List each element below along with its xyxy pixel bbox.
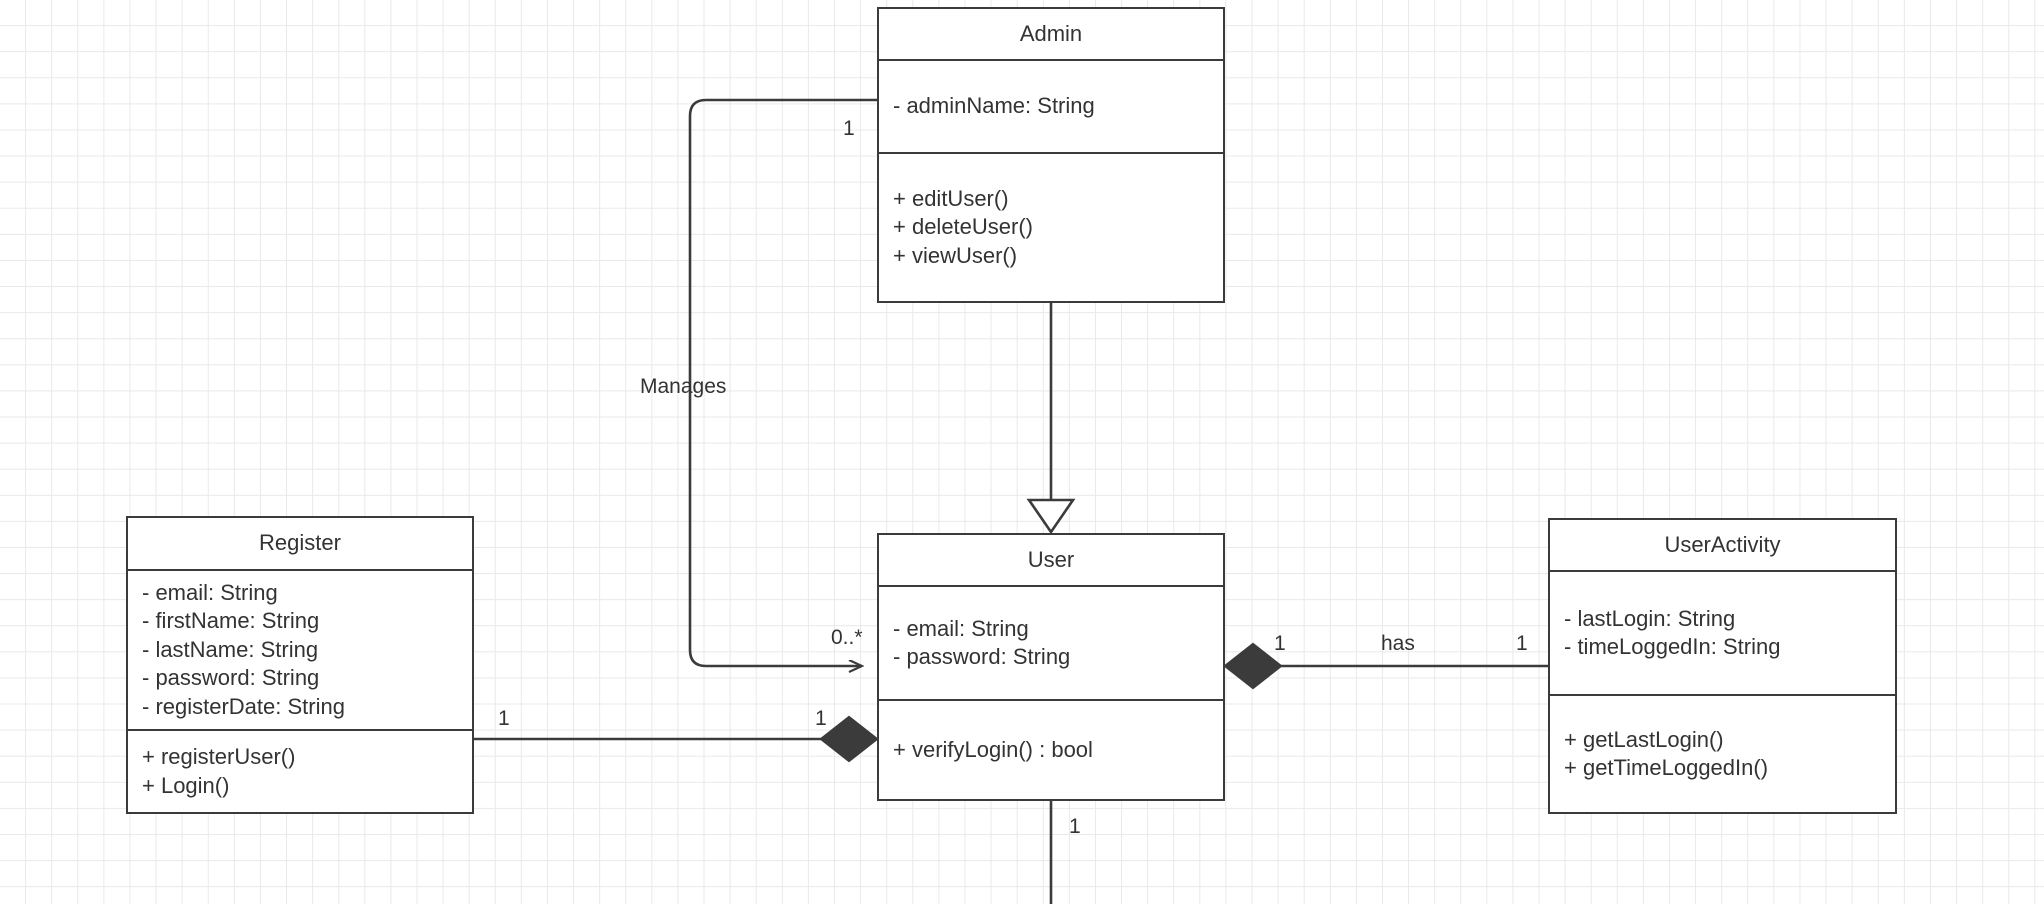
user-attributes-compartment: - email: String - password: String	[879, 585, 1223, 699]
admin-title-compartment: Admin	[879, 9, 1223, 59]
user-activity-method: + getLastLogin()	[1564, 726, 1724, 752]
register-attribute: - registerDate: String	[142, 693, 345, 719]
register-methods-compartment: + registerUser() + Login()	[128, 729, 472, 812]
generalization-arrowhead	[1026, 498, 1076, 535]
edge-manages	[688, 98, 877, 666]
admin-method: + editUser()	[893, 185, 1009, 211]
user-activity-attribute: - timeLoggedIn: String	[1564, 634, 1781, 659]
user-methods-compartment: + verifyLogin() : bool	[879, 699, 1223, 799]
composition-diamond-register-user	[819, 715, 879, 763]
user-activity-class-name: UserActivity	[1664, 532, 1781, 557]
class-box-register[interactable]: Register - email: String - firstName: St…	[126, 516, 474, 814]
register-title-compartment: Register	[128, 518, 472, 569]
user-bottom-multiplicity: 1	[1069, 815, 1081, 838]
user-activity-source-multiplicity: 1	[1274, 632, 1286, 655]
user-attribute: - password: String	[893, 644, 1071, 669]
user-activity-method: + getTimeLoggedIn()	[1564, 755, 1769, 780]
user-activity-title-compartment: UserActivity	[1550, 520, 1895, 570]
register-attribute: - lastName: String	[142, 636, 319, 662]
register-attributes-compartment: - email: String - firstName: String - la…	[128, 569, 472, 729]
class-box-admin[interactable]: Admin - adminName: String + editUser() +…	[877, 7, 1225, 303]
user-activity-association-label: has	[1381, 632, 1415, 655]
register-method: + registerUser()	[142, 744, 296, 769]
admin-method: + deleteUser()	[893, 214, 1034, 240]
register-user-source-multiplicity: 1	[498, 707, 510, 730]
manages-association-label: Manages	[640, 375, 727, 398]
admin-attributes-compartment: - adminName: String	[879, 59, 1223, 152]
user-activity-target-multiplicity: 1	[1516, 632, 1528, 655]
manages-source-multiplicity: 1	[843, 117, 855, 140]
class-box-user[interactable]: User - email: String - password: String …	[877, 533, 1225, 801]
user-title-compartment: User	[879, 535, 1223, 585]
admin-class-name: Admin	[1019, 21, 1083, 46]
user-activity-methods-compartment: + getLastLogin() + getTimeLoggedIn()	[1550, 694, 1895, 812]
manages-target-multiplicity: 0..*	[831, 626, 863, 649]
register-class-name: Register	[259, 530, 341, 555]
user-attribute: - email: String	[893, 615, 1029, 641]
register-user-target-multiplicity: 1	[815, 707, 827, 730]
admin-attribute: - adminName: String	[893, 93, 1095, 119]
register-attribute: - firstName: String	[142, 608, 320, 634]
register-method: + Login()	[142, 772, 230, 798]
class-box-user-activity[interactable]: UserActivity - lastLogin: String - timeL…	[1548, 518, 1897, 814]
user-activity-attribute: - lastLogin: String	[1564, 605, 1736, 631]
composition-diamond-user-activity	[1223, 642, 1283, 690]
admin-method: + viewUser()	[893, 242, 1018, 268]
user-activity-attributes-compartment: - lastLogin: String - timeLoggedIn: Stri…	[1550, 570, 1895, 694]
register-attribute: - email: String	[142, 579, 278, 605]
register-attribute: - password: String	[142, 665, 320, 691]
user-method: + verifyLogin() : bool	[893, 736, 1093, 762]
admin-methods-compartment: + editUser() + deleteUser() + viewUser()	[879, 152, 1223, 301]
user-class-name: User	[1027, 547, 1075, 572]
